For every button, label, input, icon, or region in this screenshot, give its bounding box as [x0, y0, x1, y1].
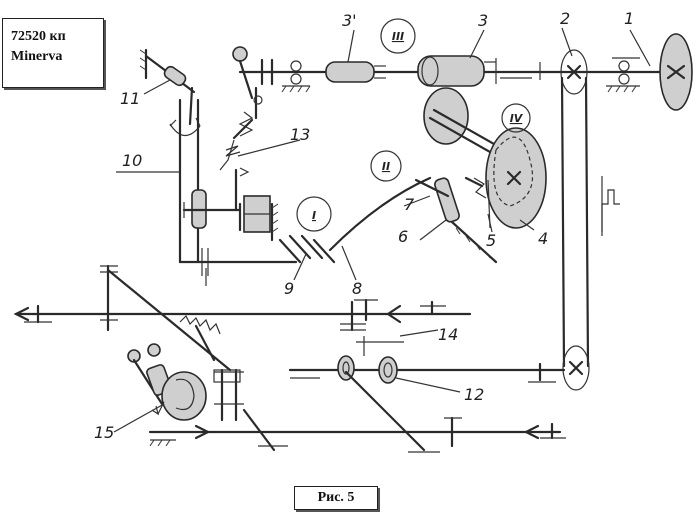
label-1: 1: [624, 9, 634, 28]
figure-caption: Рис. 5: [294, 486, 378, 510]
figure-brand: Minerva: [11, 49, 63, 64]
label-11: 11: [120, 89, 140, 108]
label-3: 3: [478, 11, 488, 30]
figure-code: 72520 кп: [11, 29, 66, 44]
support-11: [139, 48, 201, 137]
middle-left-shaft: [13, 264, 472, 372]
label-13: 13: [290, 125, 310, 144]
label-4: 4: [538, 229, 548, 248]
roman-II-marker: II: [370, 150, 402, 182]
label-3-prime: 3': [342, 11, 357, 30]
cylinder-3: [417, 55, 497, 87]
belt-drive-2: [560, 49, 620, 391]
label-15: 15: [94, 423, 114, 442]
slider-block: [238, 195, 279, 242]
cylinder-3-prime: [325, 61, 386, 83]
label-2: 2: [560, 9, 570, 28]
roman-IV: IV: [510, 112, 524, 125]
roman-III-marker: III: [380, 18, 416, 54]
spring-13: [234, 139, 301, 212]
follower-6: [414, 176, 498, 264]
label-12: 12: [464, 385, 484, 404]
figure-id-box: 72520 кп Minerva: [2, 18, 104, 88]
label-10: 10: [122, 151, 142, 170]
middle-right-shaft: [288, 336, 566, 453]
lower-shaft: [148, 368, 566, 452]
label-8: 8: [352, 279, 362, 298]
top-shaft: [238, 57, 682, 93]
label-7: 7: [404, 195, 415, 214]
leader-lines: [113, 27, 651, 433]
part-labels: 1 2 3 3' 4 5 6 7 8 9 10 11 12 13 14 15: [94, 9, 634, 442]
rod-10: [116, 98, 298, 286]
label-5: 5: [486, 231, 496, 250]
roman-I: I: [312, 209, 316, 222]
gear-9: I: [278, 176, 432, 264]
roman-II: II: [382, 160, 390, 173]
label-6: 6: [398, 227, 408, 246]
roman-III: III: [392, 30, 404, 43]
label-9: 9: [284, 279, 294, 298]
cam-4: IV: [423, 87, 547, 229]
label-14: 14: [438, 325, 458, 344]
upper-lever: [219, 46, 263, 171]
cam-15: [127, 343, 207, 421]
